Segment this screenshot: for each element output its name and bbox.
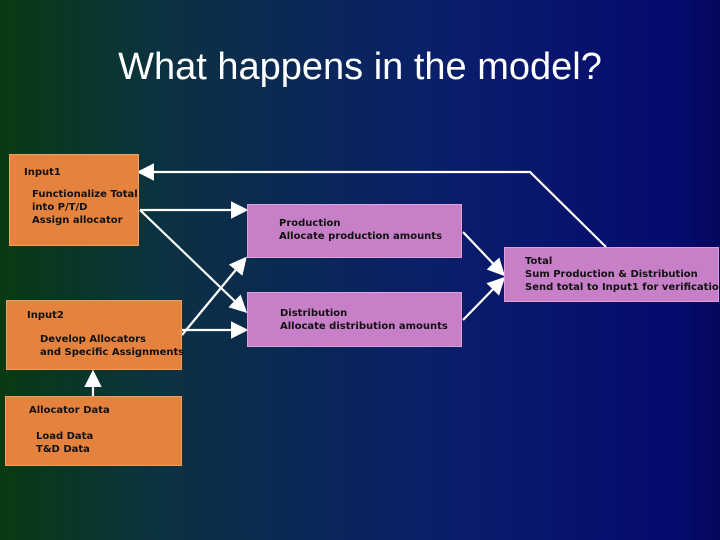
input2-line: Develop Allocators bbox=[40, 334, 146, 345]
total-line: Send total to Input1 for verification bbox=[525, 282, 720, 293]
arrow-input1-distribution bbox=[139, 209, 248, 314]
input1-box: Input1 Functionalize Total into P/T/D As… bbox=[9, 154, 139, 246]
allocator-heading: Allocator Data bbox=[29, 405, 110, 416]
allocator-line: T&D Data bbox=[36, 444, 90, 455]
total-heading: Total bbox=[525, 256, 553, 267]
input1-heading: Input1 bbox=[24, 167, 61, 178]
distribution-line: Allocate distribution amounts bbox=[280, 321, 448, 332]
arrow-input2-production bbox=[181, 256, 247, 336]
input1-line: Assign allocator bbox=[32, 215, 123, 226]
production-box: Production Allocate production amounts bbox=[247, 204, 462, 258]
distribution-heading: Distribution bbox=[280, 308, 348, 319]
input1-line: into P/T/D bbox=[32, 202, 88, 213]
arrow-distribution-total bbox=[462, 276, 506, 321]
arrow-production-total bbox=[462, 231, 506, 277]
input2-box: Input2 Develop Allocators and Specific A… bbox=[6, 300, 185, 370]
total-line: Sum Production & Distribution bbox=[525, 269, 698, 280]
input2-line: and Specific Assignments bbox=[40, 347, 185, 358]
slide-title: What happens in the model? bbox=[118, 46, 602, 88]
production-heading: Production bbox=[279, 218, 341, 229]
input1-line: Functionalize Total bbox=[32, 189, 138, 200]
allocator-data-box: Allocator Data Load Data T&D Data bbox=[5, 396, 182, 466]
distribution-box: Distribution Allocate distribution amoun… bbox=[247, 292, 462, 347]
production-line: Allocate production amounts bbox=[279, 231, 443, 242]
arrow-total-input1 bbox=[136, 163, 607, 248]
input2-heading: Input2 bbox=[27, 310, 64, 321]
total-box: Total Sum Production & Distribution Send… bbox=[504, 247, 720, 302]
allocator-line: Load Data bbox=[36, 431, 94, 442]
